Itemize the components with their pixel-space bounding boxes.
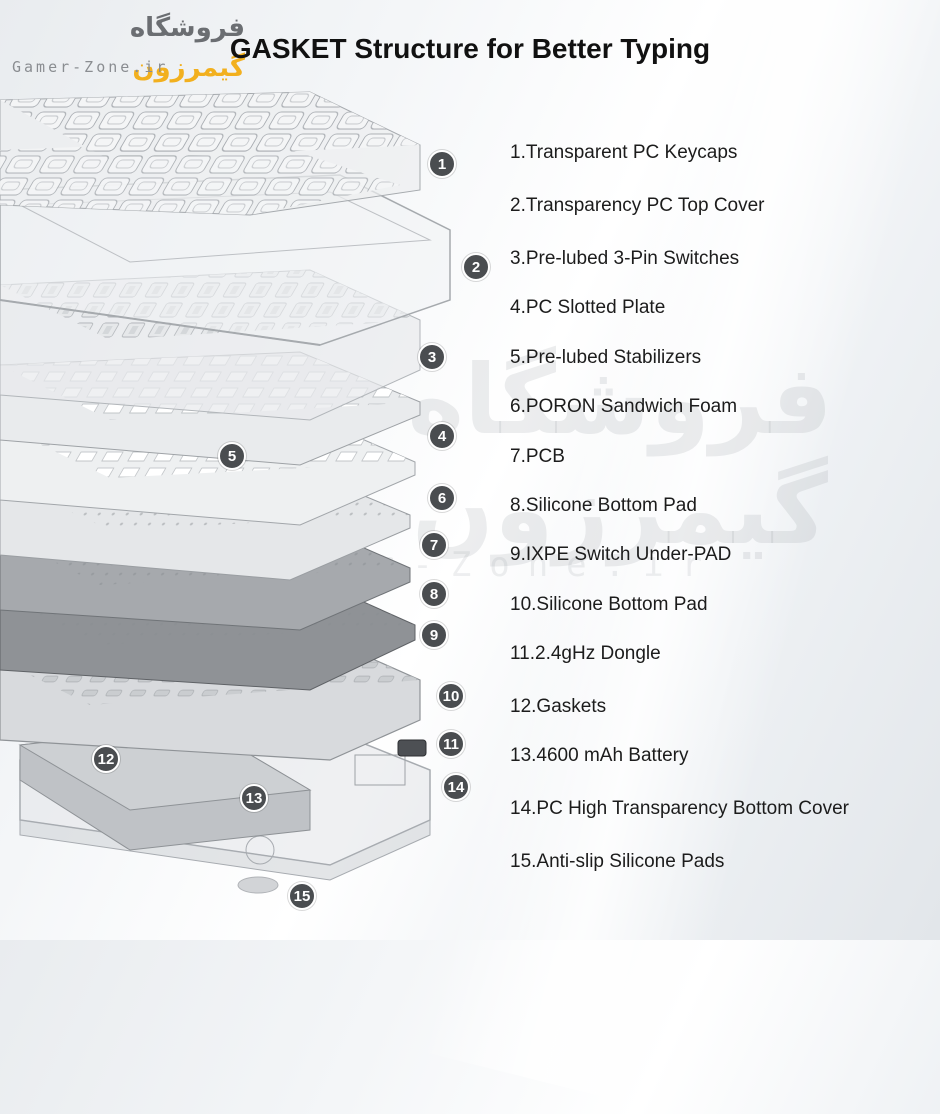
callout-9: 9: [420, 621, 448, 649]
part-item-9: 9.IXPE Switch Under-PAD: [510, 544, 732, 565]
logo-fa-grey: فروشگاه: [129, 13, 245, 43]
callout-8: 8: [420, 580, 448, 608]
callout-13: 13: [240, 784, 268, 812]
callout-7: 7: [420, 531, 448, 559]
logo-fa-gold: گیمرزون: [132, 53, 245, 83]
callout-2: 2: [462, 253, 490, 281]
part-item-5: 5.Pre-lubed Stabilizers: [510, 347, 702, 368]
brand-logo: فروشگاه گیمرزون Gamer-Zone.ir: [10, 8, 245, 83]
part-item-8: 8.Silicone Bottom Pad: [510, 495, 697, 516]
callout-6: 6: [428, 484, 456, 512]
part-item-7: 7.PCB: [510, 446, 565, 467]
callout-3: 3: [418, 343, 446, 371]
part-item-13: 13.4600 mAh Battery: [510, 745, 689, 766]
keyboard-exploded-diagram: [0, 91, 451, 894]
page-title: GASKET Structure for Better Typing: [229, 33, 711, 64]
part-item-6: 6.PORON Sandwich Foam: [510, 396, 738, 417]
parts-list: 1.Transparent PC Keycaps 2.Transparency …: [510, 128, 930, 888]
callout-14: 14: [442, 773, 470, 801]
callout-12: 12: [92, 745, 120, 773]
logo-en: Gamer-Zone.ir: [12, 58, 169, 76]
part-item-4: 4.PC Slotted Plate: [510, 297, 666, 318]
callout-4: 4: [428, 422, 456, 450]
part-item-12: 12.Gaskets: [510, 696, 607, 717]
part-item-3: 3.Pre-lubed 3-Pin Switches: [510, 248, 740, 269]
part-item-11: 11.2.4gHz Dongle: [510, 643, 661, 664]
callout-1: 1: [428, 150, 456, 178]
part-item-2: 2.Transparency PC Top Cover: [510, 195, 765, 216]
callout-10: 10: [437, 682, 465, 710]
part-item-1: 1.Transparent PC Keycaps: [510, 142, 738, 163]
part-item-14: 14.PC High Transparency Bottom Cover: [510, 798, 849, 819]
callout-5: 5: [218, 442, 246, 470]
part-item-10: 10.Silicone Bottom Pad: [510, 594, 708, 615]
part-item-15: 15.Anti-slip Silicone Pads: [510, 851, 725, 872]
logo-fa: فروشگاه گیمرزون: [10, 8, 245, 83]
callout-15: 15: [288, 882, 316, 910]
callout-11: 11: [437, 730, 465, 758]
watermark-fa: فروشگاه گیمرزون: [407, 344, 833, 566]
